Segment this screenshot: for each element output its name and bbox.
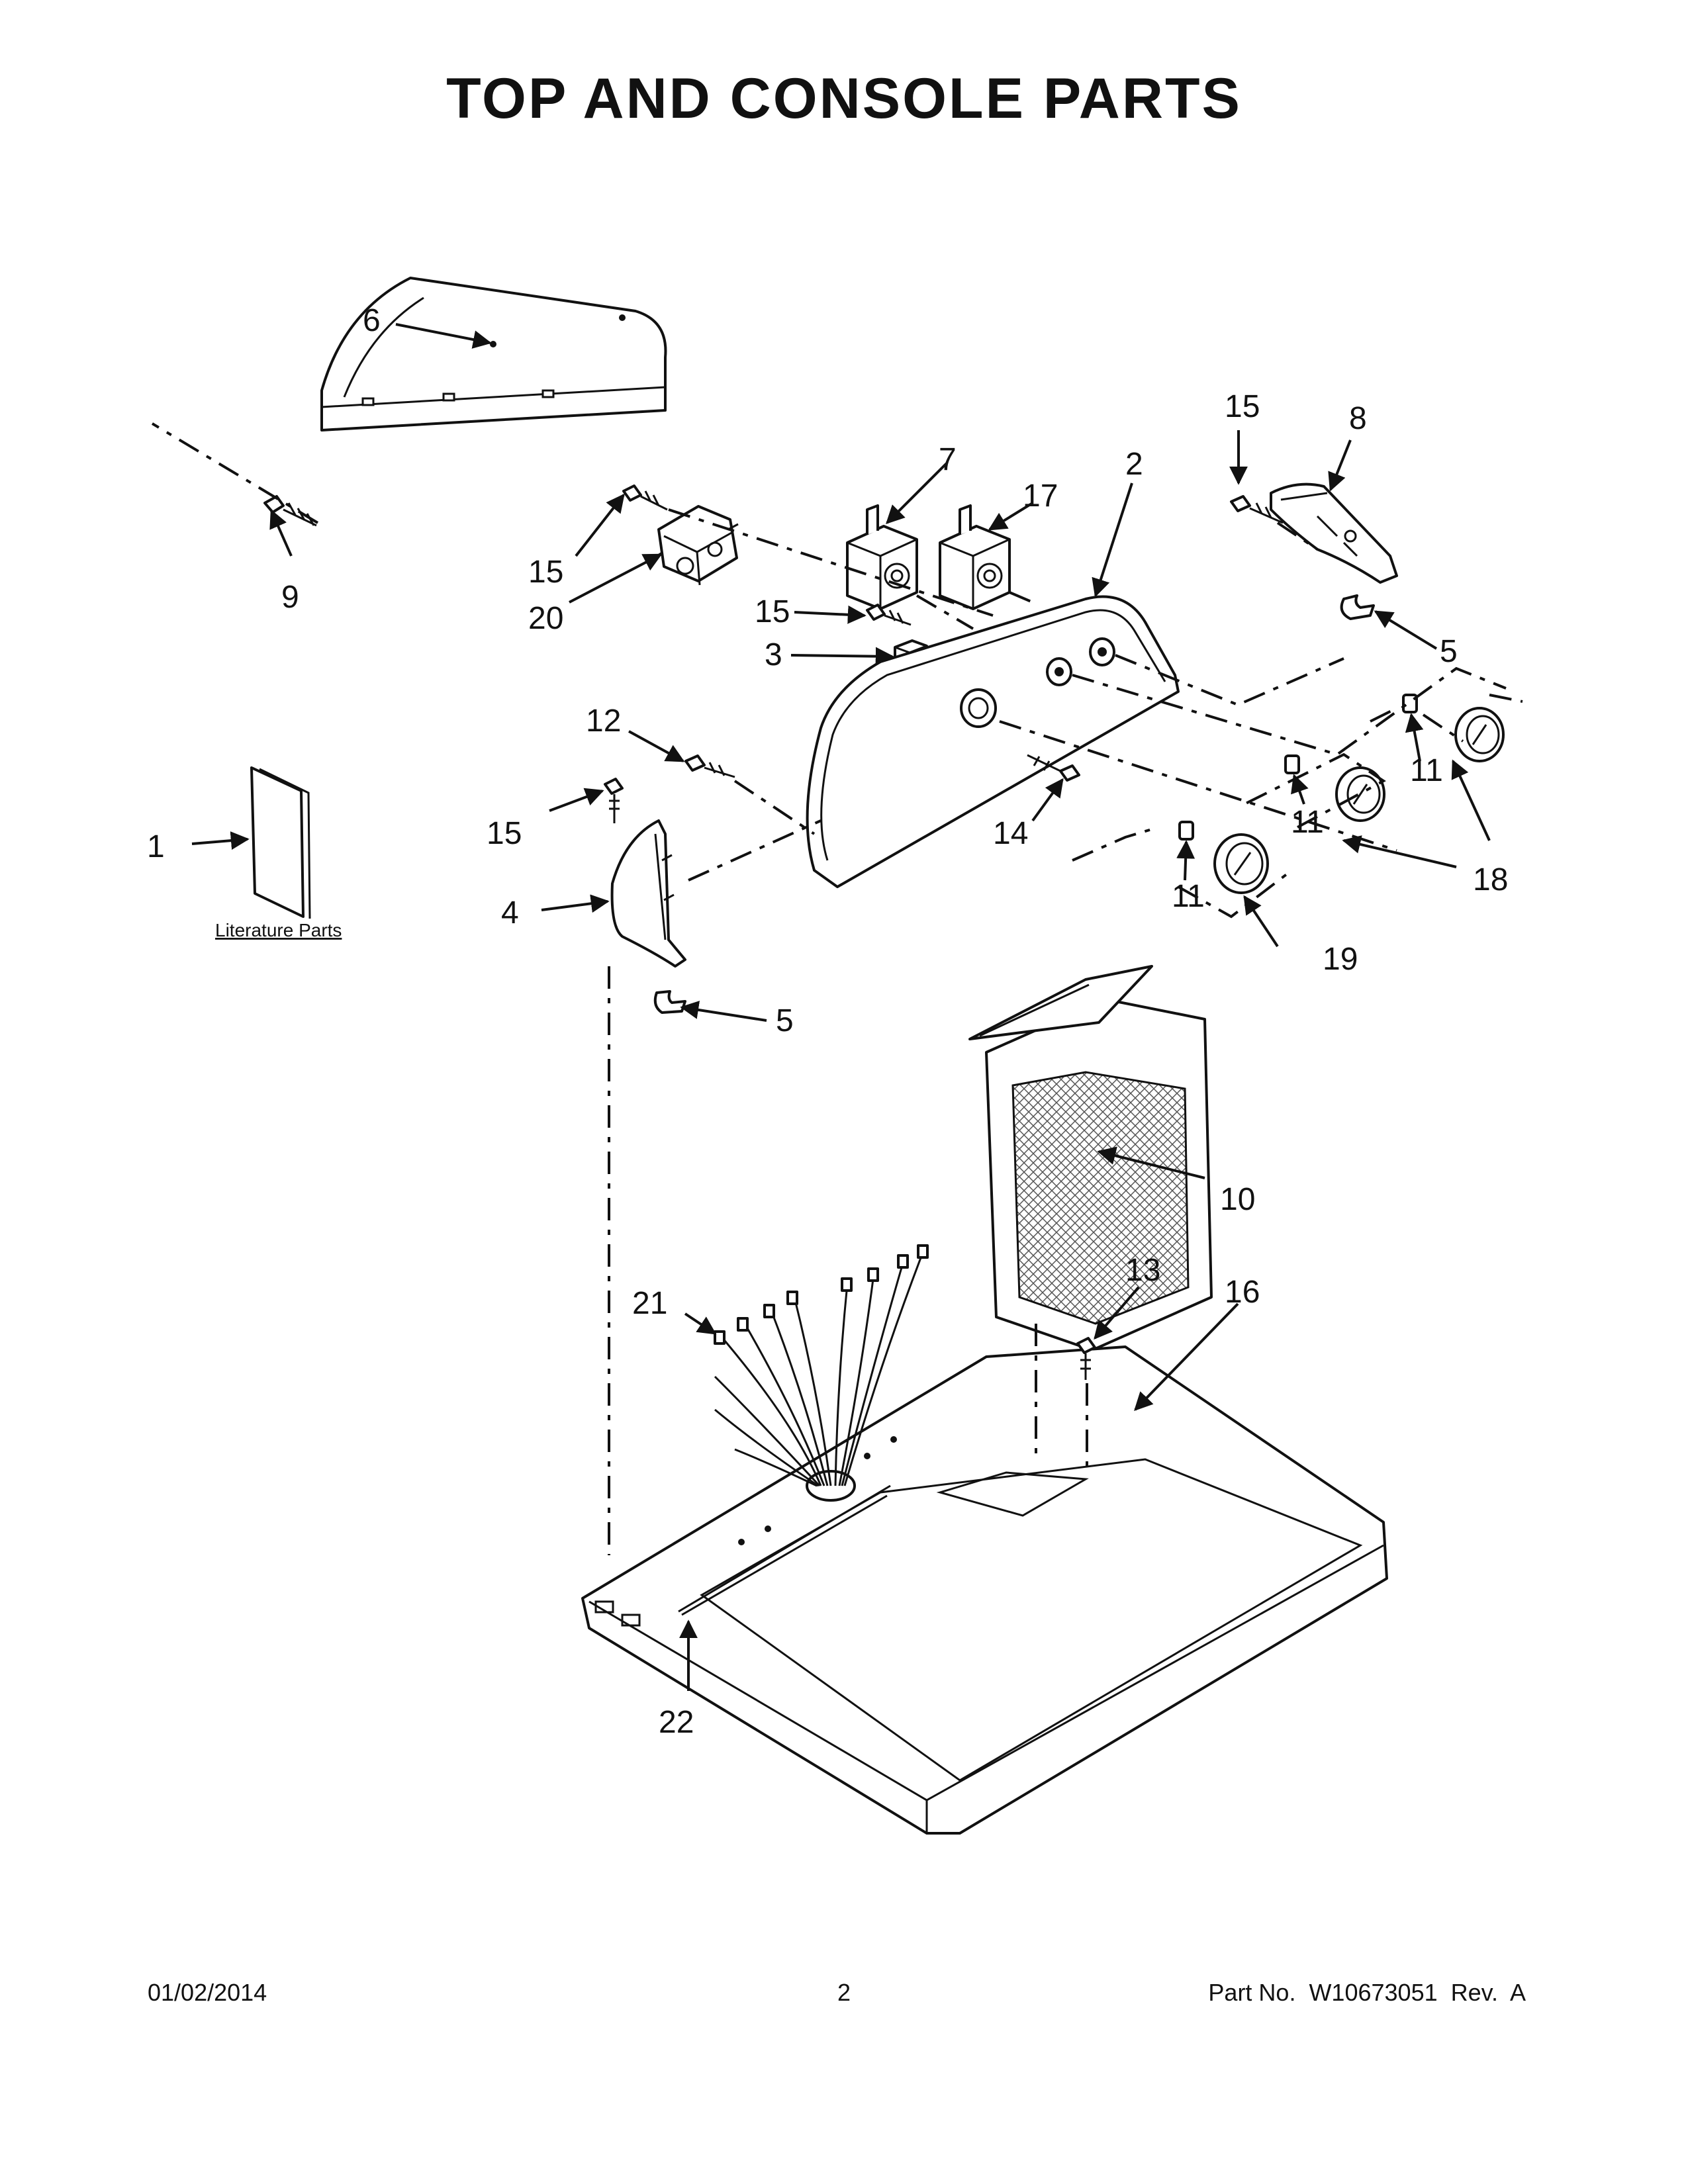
- page-title: TOP AND CONSOLE PARTS: [446, 67, 1242, 130]
- coupler-11b: [1284, 754, 1300, 774]
- callout-2: 2: [1125, 447, 1143, 482]
- switch-7: [846, 504, 918, 610]
- assembly-lines: [151, 422, 1523, 1555]
- timer-20: [651, 505, 739, 586]
- callout-8: 8: [1349, 401, 1367, 436]
- callout-labels: 6 9 15 20 7 17 2 15 3 15 8 5 11 11 11 18…: [147, 303, 1508, 1740]
- callout-5: 5: [1440, 634, 1458, 669]
- screw-14: [1027, 754, 1080, 782]
- footer-date: 01/02/2014: [148, 1979, 267, 2006]
- callout-12: 12: [586, 704, 621, 739]
- callout-9: 9: [281, 580, 299, 615]
- footer-page-number: 2: [837, 1979, 851, 2006]
- knob-19: [1213, 833, 1269, 894]
- screw-15-center: [866, 604, 912, 626]
- callout-11: 11: [1172, 879, 1205, 914]
- clip-5-right: [1340, 594, 1375, 620]
- callout-3: 3: [765, 637, 782, 672]
- footer-part-number: Part No. W10673051 Rev. A: [1208, 1979, 1526, 2006]
- literature-booklet: [250, 766, 311, 919]
- callout-15: 15: [1225, 389, 1260, 424]
- switch-17: [939, 504, 1011, 610]
- screw-15-left: [604, 778, 624, 823]
- screw-9: [263, 495, 317, 527]
- callout-5: 5: [776, 1003, 794, 1038]
- coupler-11a: [1402, 694, 1418, 713]
- console-panel-2: [806, 595, 1180, 888]
- callout-19: 19: [1323, 942, 1358, 977]
- callout-18: 18: [1473, 862, 1508, 897]
- callout-11: 11: [1410, 753, 1443, 788]
- screw-13: [1076, 1337, 1096, 1380]
- callout-11: 11: [1291, 805, 1324, 840]
- callout-16: 16: [1225, 1275, 1260, 1310]
- strip-22: [681, 1494, 888, 1616]
- rear-console-panel: [320, 277, 667, 432]
- knob-18a: [1454, 707, 1505, 762]
- callout-20: 20: [528, 601, 563, 636]
- callout-10: 10: [1220, 1182, 1255, 1217]
- end-cap-8: [1270, 482, 1398, 584]
- coupler-11c: [1178, 821, 1194, 841]
- callout-15: 15: [487, 816, 522, 851]
- callout-1: 1: [147, 829, 165, 864]
- callout-14: 14: [993, 816, 1028, 851]
- screw-15-right: [1230, 495, 1284, 524]
- callout-17: 17: [1023, 478, 1058, 514]
- callout-13: 13: [1125, 1253, 1160, 1288]
- callout-15: 15: [755, 594, 790, 629]
- top-panel-16: [581, 1345, 1388, 1835]
- clip-5-left: [653, 990, 686, 1014]
- knob-18b: [1335, 766, 1385, 822]
- callout-21: 21: [632, 1286, 667, 1321]
- callout-4: 4: [501, 895, 519, 931]
- leader-arrows: [191, 323, 1491, 1691]
- screw-15-timer: [622, 484, 668, 511]
- callout-7: 7: [939, 442, 957, 477]
- callout-15: 15: [528, 555, 563, 590]
- screw-12: [684, 754, 735, 778]
- literature-parts-label: Literature Parts: [215, 920, 342, 940]
- callout-22: 22: [659, 1705, 694, 1740]
- callout-6: 6: [363, 303, 381, 338]
- end-cap-4: [610, 819, 686, 968]
- wire-harness-21: [714, 1244, 929, 1487]
- lint-screen-10: [968, 965, 1213, 1351]
